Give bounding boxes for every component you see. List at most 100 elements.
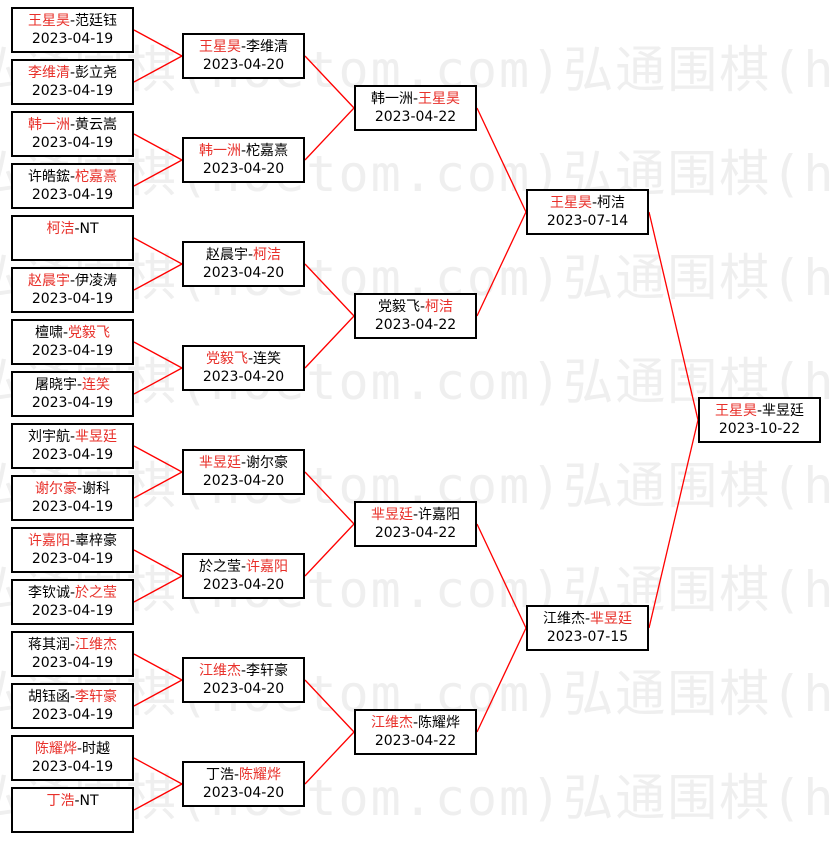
match-box: 柯洁-NT: [11, 215, 134, 261]
separator: -: [69, 273, 76, 289]
match-date: 2023-04-20: [202, 681, 285, 697]
match-box: 芈昱廷-许嘉阳 2023-04-22: [354, 501, 477, 547]
winner-name: 柯洁: [46, 221, 75, 237]
winner-name: 韩一洲: [27, 117, 70, 133]
separator: -: [62, 325, 69, 341]
player-name: 韩一洲: [370, 91, 413, 107]
match-players: 江维杰-李轩豪: [184, 662, 303, 680]
match-players: 许皓鋐-柁嘉熹: [13, 168, 132, 186]
bracket-connector-line: [304, 471, 355, 525]
bracket-connector-line: [476, 523, 527, 629]
match-date: 2023-04-19: [31, 83, 114, 99]
winner-name: 党毅飞: [68, 325, 111, 341]
winner-name: 於之莹: [75, 585, 118, 601]
player-name: 党毅飞: [377, 299, 420, 315]
match-date: 2023-04-22: [374, 525, 457, 541]
bracket-connector-line: [133, 367, 183, 395]
match-date: 2023-04-20: [202, 161, 285, 177]
player-name: 柯洁: [597, 195, 626, 211]
match-date: 2023-07-15: [546, 629, 629, 645]
match-players: 党毅飞-柯洁: [356, 298, 475, 316]
match-date: 2023-04-20: [202, 369, 285, 385]
match-players: 檀啸-党毅飞: [13, 324, 132, 342]
separator: -: [69, 117, 76, 133]
separator: -: [412, 91, 419, 107]
winner-name: 陈耀烨: [239, 767, 282, 783]
separator: -: [69, 533, 76, 549]
bracket-connector-line: [304, 315, 355, 369]
separator: -: [69, 169, 76, 185]
match-players: 陈耀烨-时越: [13, 740, 132, 758]
winner-name: 江维杰: [370, 715, 413, 731]
match-players: 柯洁-NT: [13, 220, 132, 238]
player-name: 柁嘉熹: [246, 143, 289, 159]
winner-name: 丁浩: [46, 793, 75, 809]
separator: -: [76, 741, 83, 757]
match-players: 屠晓宇-连笑: [13, 376, 132, 394]
match-players: 於之莹-许嘉阳: [184, 558, 303, 576]
separator: -: [412, 715, 419, 731]
separator: -: [74, 793, 80, 809]
player-name: 江维杰: [542, 611, 585, 627]
separator: -: [419, 299, 426, 315]
winner-name: 王星昊: [714, 403, 757, 419]
match-date: 2023-04-22: [374, 733, 457, 749]
match-date: 2023-04-19: [31, 31, 114, 47]
player-name: 丁浩: [205, 767, 234, 783]
winner-name: 江维杰: [75, 637, 118, 653]
bracket-connector-line: [133, 55, 183, 83]
separator: -: [240, 39, 247, 55]
match-date: 2023-04-20: [202, 57, 285, 73]
bracket-connector-line: [476, 211, 527, 317]
match-date: 2023-04-20: [202, 265, 285, 281]
match-date: 2023-04-19: [31, 655, 114, 671]
match-date: 2023-04-19: [31, 603, 114, 619]
separator: -: [69, 585, 76, 601]
separator: -: [412, 507, 419, 523]
winner-name: 王星昊: [198, 39, 241, 55]
player-name: 於之莹: [198, 559, 241, 575]
bracket-connector-line: [304, 107, 355, 161]
player-name: 许嘉阳: [418, 507, 461, 523]
winner-name: 王星昊: [27, 13, 70, 29]
winner-name: 柁嘉熹: [75, 169, 118, 185]
match-players: 王星昊-范廷钰: [13, 12, 132, 30]
player-name: NT: [79, 221, 99, 237]
winner-name: 谢尔豪: [34, 481, 77, 497]
match-players: 谢尔豪-谢科: [13, 480, 132, 498]
player-name: 蒋其润: [27, 637, 70, 653]
bracket-connector-line: [133, 133, 183, 161]
bracket-connector-line: [133, 341, 183, 369]
winner-name: 江维杰: [198, 663, 241, 679]
winner-name: 陈耀烨: [34, 741, 77, 757]
match-date: 2023-04-19: [31, 707, 114, 723]
separator: -: [69, 689, 76, 705]
separator: -: [76, 481, 83, 497]
separator: -: [240, 663, 247, 679]
player-name: 辜梓豪: [75, 533, 118, 549]
bracket-connector-line: [133, 159, 183, 187]
bracket-connector-line: [304, 263, 355, 317]
player-name: 李轩豪: [246, 663, 289, 679]
match-players: 王星昊-柯洁: [528, 194, 647, 212]
winner-name: 李轩豪: [75, 689, 118, 705]
player-name: 时越: [82, 741, 111, 757]
separator: -: [756, 403, 763, 419]
player-name: 彭立尧: [75, 65, 118, 81]
player-name: 赵晨宇: [205, 247, 248, 263]
separator: -: [76, 377, 83, 393]
winner-name: 芈昱廷: [370, 507, 413, 523]
